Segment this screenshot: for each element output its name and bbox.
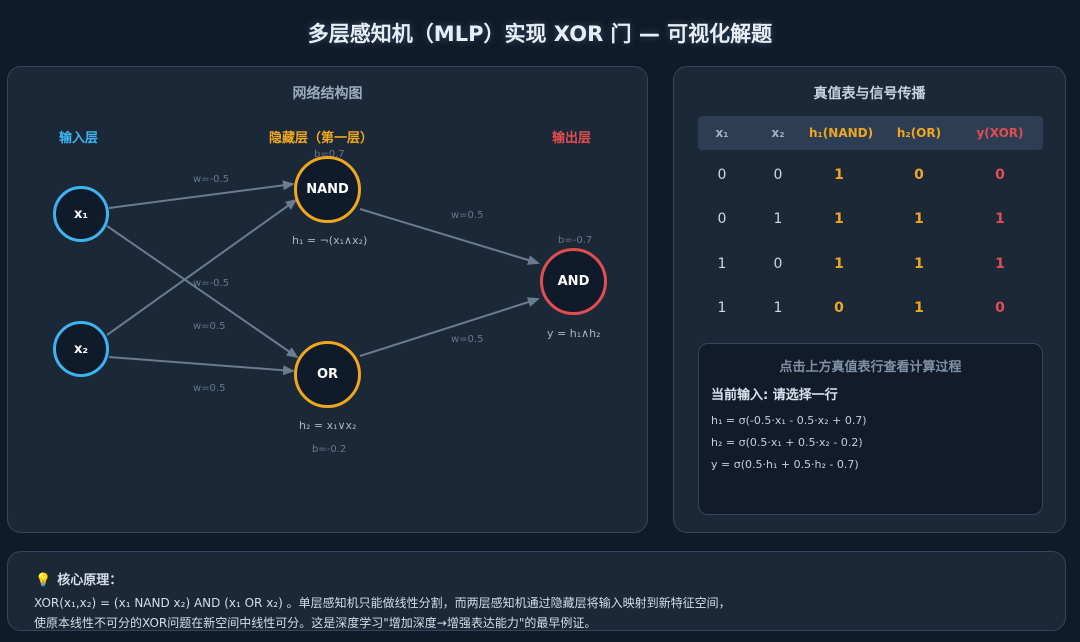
weight-x2-nand: w=-0.5 <box>193 278 230 289</box>
cell-x1: 1 <box>717 300 727 316</box>
edge-nand-and <box>359 208 540 265</box>
cell-x2: 1 <box>773 300 783 316</box>
cell-h1: 1 <box>834 256 844 272</box>
input-node-x1[interactable]: x₁ <box>53 186 109 242</box>
cell-y: 1 <box>995 211 1005 227</box>
table-row[interactable]: 1 1 0 1 0 <box>698 286 1043 330</box>
calculation-hint: 点击上方真值表行查看计算过程 <box>779 360 962 375</box>
input-node-x2[interactable]: x₂ <box>53 321 109 377</box>
network-heading: 网络结构图 <box>292 86 363 102</box>
cell-y: 0 <box>995 167 1005 183</box>
cell-x1: 0 <box>717 211 727 227</box>
edge-or-and <box>359 297 540 357</box>
table-row[interactable]: 0 0 1 0 0 <box>698 153 1043 197</box>
weight-nand-and: w=0.5 <box>451 210 484 221</box>
input-layer-label: 输入层 <box>59 131 99 146</box>
weight-x1-nand: w=-0.5 <box>193 174 230 185</box>
bias-and: b=-0.7 <box>558 235 593 246</box>
cell-h2: 1 <box>914 300 924 316</box>
formula-and: y = h₁∧h₂ <box>547 327 601 340</box>
table-row[interactable]: 0 1 1 1 1 <box>698 197 1043 241</box>
table-row[interactable]: 1 0 1 1 1 <box>698 242 1043 286</box>
cell-h1: 0 <box>834 300 844 316</box>
current-input: 当前输入: 请选择一行 <box>711 388 838 403</box>
network-panel: 网络结构图 输入层 隐藏层（第一层） 输出层 w=-0.5 w=-0.5 w=0… <box>7 66 648 533</box>
lightbulb-icon: 💡 <box>35 573 52 588</box>
weight-x2-or: w=0.5 <box>193 383 226 394</box>
network-edges <box>106 180 540 376</box>
weight-x1-or: w=0.5 <box>193 321 226 332</box>
core-principle-line-1: XOR(x₁,x₂) = (x₁ NAND x₂) AND (x₁ OR x₂)… <box>34 596 731 610</box>
cell-x2: 0 <box>773 167 783 183</box>
cell-x2: 0 <box>773 256 783 272</box>
edge-x1-nand <box>108 180 295 209</box>
bias-nand: b=0.7 <box>314 149 345 160</box>
cell-h1: 1 <box>834 211 844 227</box>
hidden-layer-label: 隐藏层（第一层） <box>269 131 374 146</box>
core-principle-panel: 💡 核心原理： XOR(x₁,x₂) = (x₁ NAND x₂) AND (x₁… <box>7 551 1066 631</box>
output-layer-label: 输出层 <box>552 131 592 146</box>
hidden-node-or[interactable]: OR <box>294 341 361 408</box>
hidden-node-nand[interactable]: NAND <box>294 156 361 223</box>
cell-h2: 1 <box>914 256 924 272</box>
edge-x1-or <box>106 225 299 359</box>
edge-x2-nand <box>106 198 298 336</box>
column-header-h2: h₂(OR) <box>896 126 942 140</box>
weight-or-and: w=0.5 <box>451 334 484 345</box>
edge-x2-or <box>108 356 295 376</box>
page-title: 多层感知机（MLP）实现 XOR 门 — 可视化解题 <box>307 22 773 46</box>
cell-x2: 1 <box>773 211 783 227</box>
cell-y: 0 <box>995 300 1005 316</box>
cell-x1: 1 <box>717 256 727 272</box>
cell-y: 1 <box>995 256 1005 272</box>
cell-x1: 0 <box>717 167 727 183</box>
formula-nand: h₁ = ¬(x₁∧x₂) <box>292 234 368 247</box>
calc-line-y: y = σ(0.5·h₁ + 0.5·h₂ - 0.7) <box>711 458 859 471</box>
calc-line-h1: h₁ = σ(-0.5·x₁ - 0.5·x₂ + 0.7) <box>711 414 867 427</box>
truth-table-header: x₁ x₂ h₁(NAND) h₂(OR) y(XOR) <box>698 116 1043 150</box>
cell-h2: 0 <box>914 167 924 183</box>
bias-or: b=-0.2 <box>312 444 347 455</box>
calc-line-h2: h₂ = σ(0.5·x₁ + 0.5·x₂ - 0.2) <box>711 436 863 449</box>
core-principle-title: 💡 核心原理： <box>35 569 122 588</box>
truth-table-heading: 真值表与信号传播 <box>813 86 926 102</box>
calculation-box: 点击上方真值表行查看计算过程 当前输入: 请选择一行 h₁ = σ(-0.5·x… <box>698 343 1043 515</box>
column-header-x2: x₂ <box>771 126 785 140</box>
core-principle-line-2: 使原本线性不可分的XOR问题在新空间中线性可分。这是深度学习"增加深度→增强表达… <box>34 616 597 630</box>
column-header-y: y(XOR) <box>976 126 1024 140</box>
cell-h1: 1 <box>834 167 844 183</box>
column-header-x1: x₁ <box>715 126 729 140</box>
core-principle-title-text: 核心原理： <box>57 573 123 588</box>
truth-table-panel: 真值表与信号传播 x₁ x₂ h₁(NAND) h₂(OR) y(XOR) 0 … <box>673 66 1066 533</box>
column-header-h1: h₁(NAND) <box>809 126 874 140</box>
formula-or: h₂ = x₁∨x₂ <box>299 419 357 432</box>
output-node-and[interactable]: AND <box>540 248 607 315</box>
cell-h2: 1 <box>914 211 924 227</box>
